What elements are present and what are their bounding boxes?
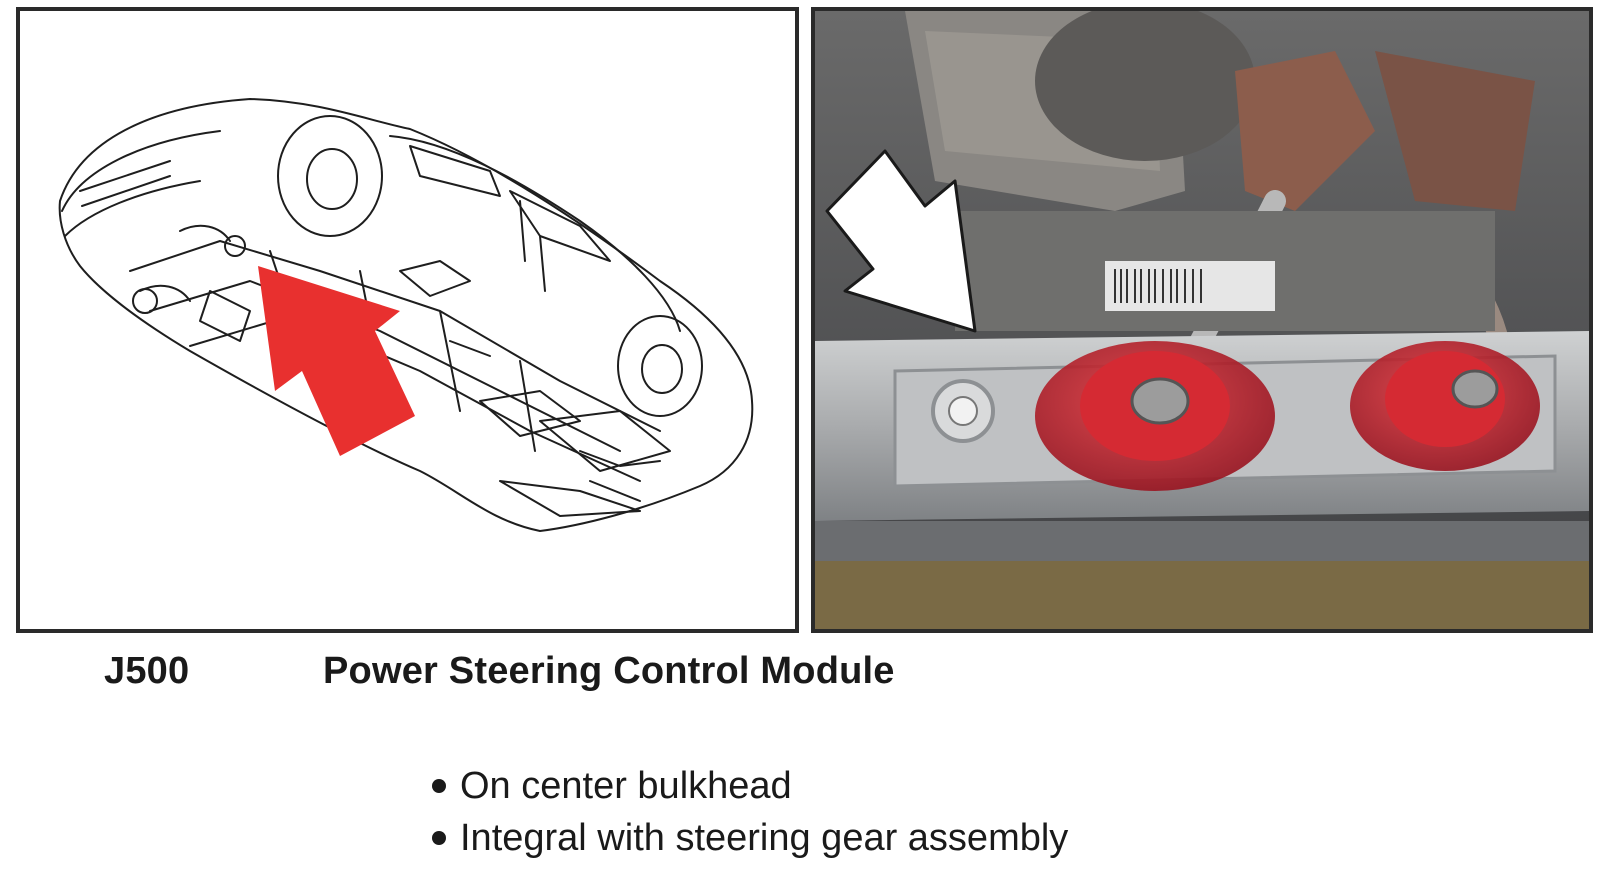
bullet-icon	[432, 779, 446, 793]
component-name: Power Steering Control Module	[323, 650, 895, 692]
location-text: On center bulkhead	[460, 765, 792, 807]
location-item: On center bulkhead	[432, 760, 1068, 812]
bullet-icon	[432, 831, 446, 845]
red-location-arrow	[258, 266, 415, 456]
vehicle-line-drawing	[58, 98, 754, 532]
vehicle-underside-diagram	[16, 7, 799, 633]
underbody-photo-art	[815, 11, 1589, 629]
white-location-arrow	[825, 149, 977, 333]
location-list: On center bulkhead Integral with steerin…	[432, 760, 1068, 864]
component-id: J500	[104, 650, 190, 692]
underbody-photo	[811, 7, 1593, 633]
location-item: Integral with steering gear assembly	[432, 812, 1068, 864]
location-text: Integral with steering gear assembly	[460, 817, 1069, 859]
